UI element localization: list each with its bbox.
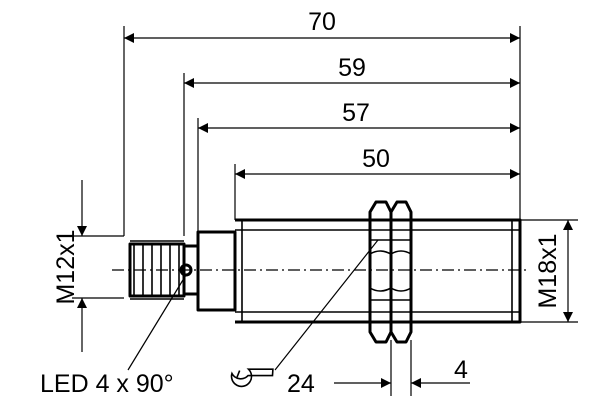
- led-leader: [127, 274, 187, 371]
- extension-lines: [72, 26, 578, 396]
- nut-right: [389, 200, 413, 344]
- m18-thread-label: M18x1: [534, 233, 562, 308]
- led-label: LED 4 x 90°: [40, 370, 174, 398]
- dim-50-label: 50: [362, 145, 390, 173]
- m12-thread-label: M12x1: [52, 229, 80, 304]
- m12-connector: [128, 242, 186, 298]
- wrench-size-label: 24: [287, 370, 315, 398]
- nut-thickness-label: 4: [454, 356, 468, 384]
- dim-57-label: 57: [342, 99, 370, 127]
- wrench-icon: [230, 368, 274, 388]
- wrench-leader: [274, 239, 379, 371]
- dimension-lines: [77, 33, 573, 388]
- threaded-body: [235, 218, 522, 324]
- sensor-body: [128, 200, 522, 344]
- dim-70-label: 70: [308, 8, 336, 36]
- dim-59-label: 59: [338, 54, 366, 82]
- transition-body: [196, 230, 237, 312]
